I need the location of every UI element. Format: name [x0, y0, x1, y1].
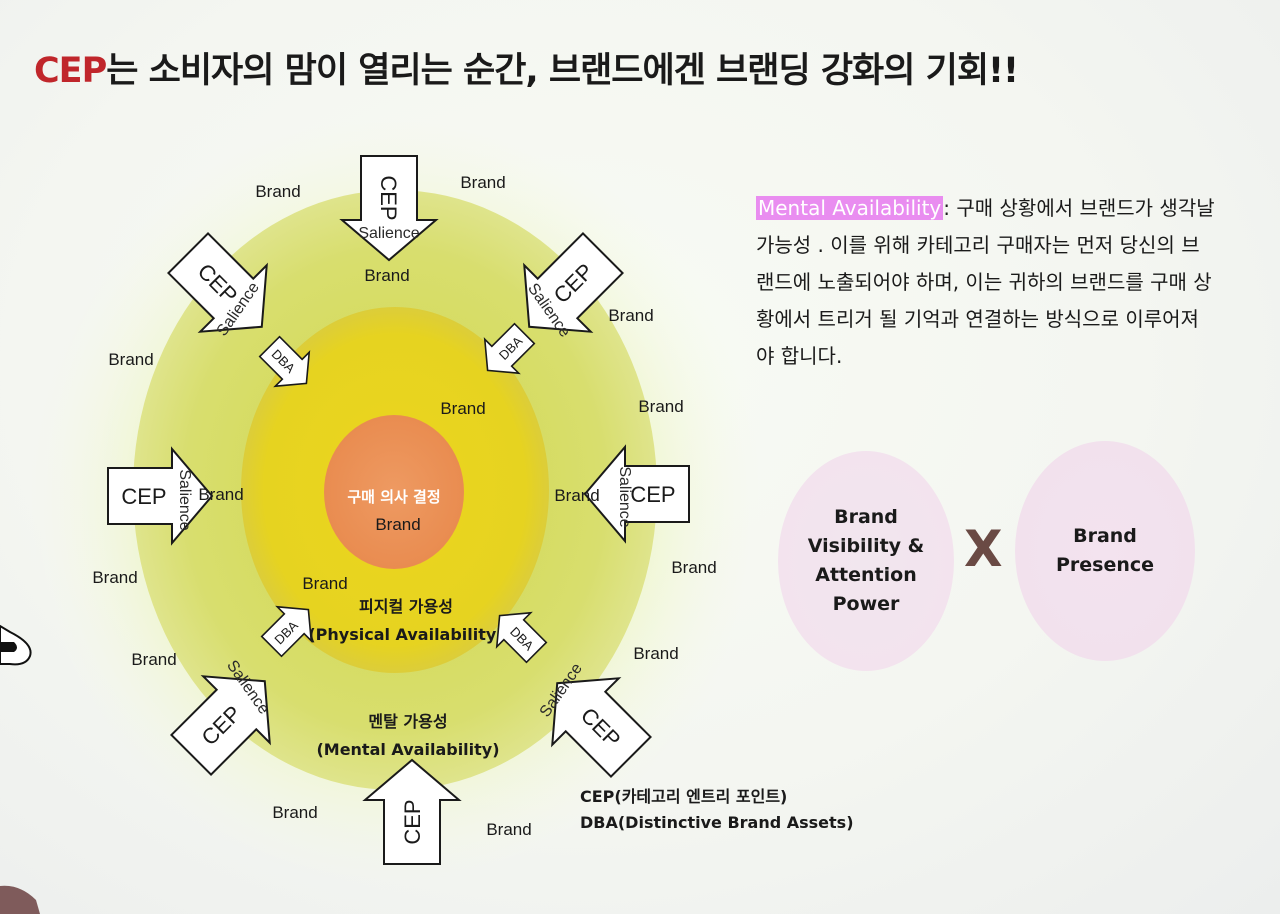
- slide-title: CEP는 소비자의 맘이 열리는 순간, 브랜드에겐 브랜딩 강화의 기회!!: [34, 42, 1019, 93]
- dba-arrow-icon: DBA: [495, 611, 548, 664]
- purchase-decision-core: [324, 415, 464, 569]
- brand-label: Brand: [364, 266, 409, 285]
- cep-arrow-icon: CEP: [167, 232, 268, 333]
- cep-arrow-label: CEP: [400, 799, 425, 844]
- brand-label: Brand: [92, 568, 137, 587]
- cep-arrow-icon: CEP: [170, 675, 271, 776]
- salience-label: Salience: [616, 466, 633, 527]
- brand-visibility-circle: Brand Visibility & Attention Power: [778, 451, 954, 671]
- visibility-line-4: Power: [832, 593, 900, 615]
- salience-label: Salience: [358, 225, 419, 242]
- cep-arrow-icon: CEP: [339, 155, 439, 262]
- cep-arrow-icon: CEP: [107, 446, 214, 546]
- title-cep: CEP: [34, 51, 107, 91]
- brand-label: Brand: [671, 558, 716, 577]
- brand-label: Brand: [486, 820, 531, 839]
- cep-arrow-icon: CEP: [551, 677, 652, 778]
- corner-object: [0, 885, 40, 914]
- brand-label: Brand: [108, 350, 153, 369]
- center-brand: Brand: [375, 515, 420, 534]
- brand-label: Brand: [440, 399, 485, 418]
- multiply-operator: X: [964, 520, 1003, 578]
- cep-arrow-label: CEP: [376, 175, 401, 220]
- brand-label: Brand: [638, 397, 683, 416]
- legend-cep: CEP(카테고리 엔트리 포인트): [580, 787, 788, 806]
- brand-labels: Brand Brand Brand Brand Brand Brand Bran…: [92, 173, 716, 839]
- brand-label: Brand: [198, 485, 243, 504]
- presence-line-2: Presence: [1055, 554, 1155, 576]
- cep-arrow-icon: CEP: [583, 444, 690, 544]
- diagram-legend: CEP(카테고리 엔트리 포인트) DBA(Distinctive Brand …: [580, 784, 854, 836]
- title-rest: 는 소비자의 맘이 열리는 순간, 브랜드에겐 브랜딩 강화의 기회!!: [106, 51, 1019, 91]
- mental-availability-term: Mental Availability: [756, 196, 944, 220]
- physical-availability-title: 피지컬 가용성: [359, 597, 453, 616]
- cep-arrow-label: CEP: [630, 482, 675, 507]
- brand-presence-circle: Brand Presence: [1015, 441, 1195, 661]
- brand-label: Brand: [608, 306, 653, 325]
- dba-arrow-icon: DBA: [483, 322, 536, 375]
- dba-arrow-icon: DBA: [258, 335, 311, 388]
- visibility-line-1: Brand: [834, 506, 898, 528]
- mental-availability-title: 멘탈 가용성: [368, 712, 447, 731]
- brand-label: Brand: [255, 182, 300, 201]
- brand-label: Brand: [554, 486, 599, 505]
- mental-availability-definition: Mental Availability: 구매 상황에서 브랜드가 생각날 가능…: [756, 190, 1216, 375]
- mental-availability-subtitle: (Mental Availability): [316, 740, 499, 759]
- salience-label: Salience: [176, 469, 193, 530]
- cep-arrow-label: CEP: [121, 484, 166, 509]
- brand-label: Brand: [131, 650, 176, 669]
- legend-dba: DBA(Distinctive Brand Assets): [580, 813, 854, 832]
- brand-label: Brand: [633, 644, 678, 663]
- visibility-line-2: Visibility &: [807, 535, 925, 557]
- presence-line-1: Brand: [1073, 525, 1137, 547]
- brand-label: Brand: [302, 574, 347, 593]
- cep-arrow-icon: CEP: [362, 758, 462, 865]
- mental-availability-body: : 구매 상황에서 브랜드가 생각날 가능성 . 이를 위해 카테고리 구매자는…: [756, 196, 1215, 368]
- center-title: 구매 의사 결정: [347, 488, 440, 506]
- visibility-line-3: Attention: [815, 564, 917, 586]
- physical-availability-subtitle: (Physical Availability): [308, 625, 503, 644]
- brand-label: Brand: [460, 173, 505, 192]
- cep-arrow-icon: CEP: [523, 232, 624, 333]
- dba-arrow-icon: DBA: [260, 605, 313, 658]
- brand-label: Brand: [272, 803, 317, 822]
- presenter-camera-icon: [0, 624, 32, 666]
